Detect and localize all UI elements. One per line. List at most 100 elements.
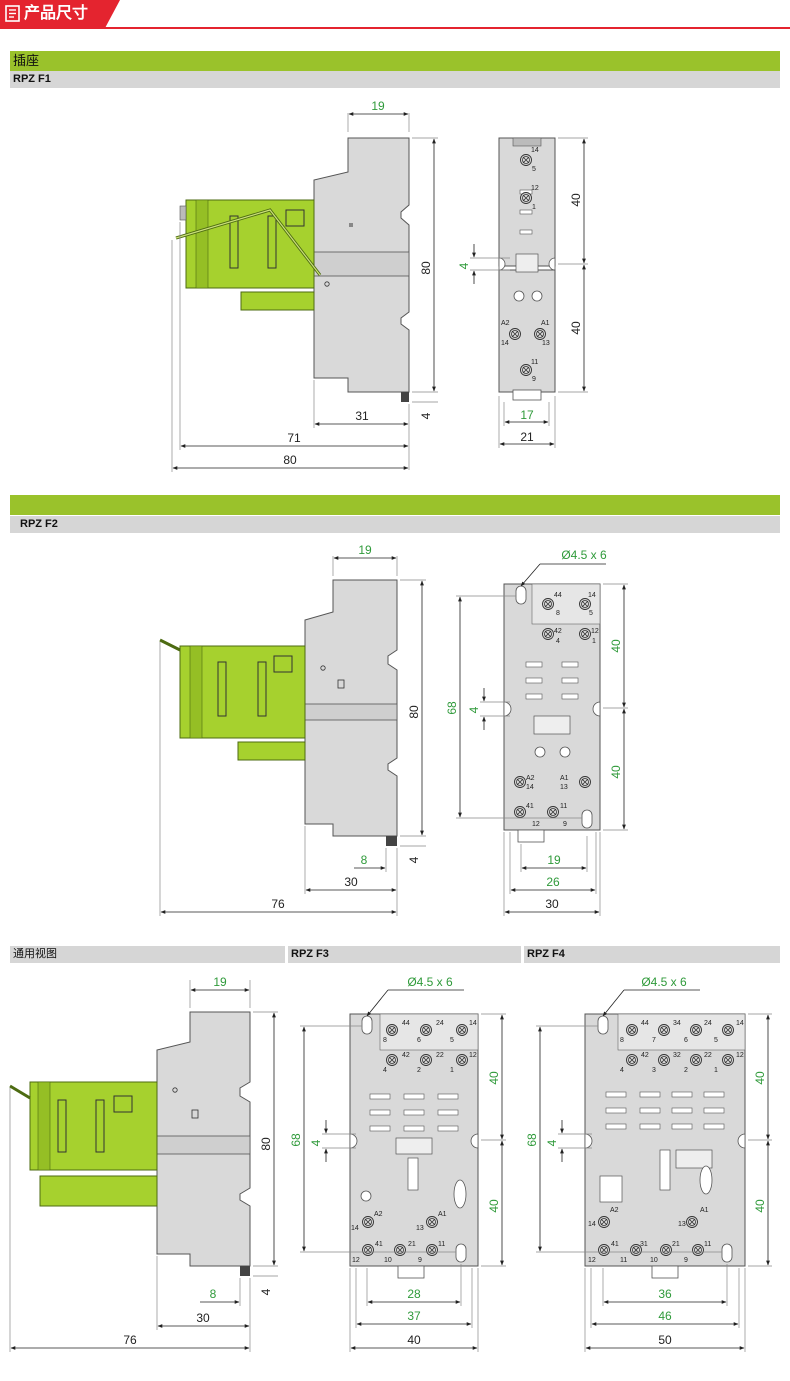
model-label-f3: RPZ F3 <box>291 948 329 960</box>
f4-term: 24 <box>704 1020 712 1027</box>
f4-term: 13 <box>678 1221 686 1228</box>
f2-term: 14 <box>526 784 534 791</box>
f4-term: 41 <box>611 1241 619 1248</box>
f1-dim-21: 21 <box>520 430 534 444</box>
header-tab <box>0 0 120 27</box>
f3-term: 24 <box>436 1020 444 1027</box>
f2-term: 5 <box>589 610 593 617</box>
f2-term: A2 <box>526 775 535 782</box>
f3-term: 12 <box>469 1052 477 1059</box>
f4-dim-slot: 4 <box>545 1139 559 1146</box>
f4-dim-50: 50 <box>658 1333 672 1347</box>
f4-term: 8 <box>620 1037 624 1044</box>
f3-dim-hole: Ø4.5 x 6 <box>407 975 453 989</box>
f3-term: 10 <box>384 1257 392 1264</box>
header-divider <box>0 27 790 29</box>
f1-term: A1 <box>541 320 550 327</box>
f1-front-view: 14 5 12 1 A2 A1 14 13 11 9 40 40 4 17 21 <box>457 137 588 448</box>
f4-term: 14 <box>736 1020 744 1027</box>
f1-dim-right-40b: 40 <box>569 321 583 335</box>
f1-dim-height: 80 <box>419 261 433 275</box>
f1-dim-top: 19 <box>371 99 385 113</box>
f4-term: 10 <box>650 1257 658 1264</box>
f2-term: 14 <box>588 592 596 599</box>
model-band-f2: RPZ F2 <box>10 516 780 533</box>
general-side-view: 19 80 4 8 30 76 <box>9 975 278 1352</box>
f1-dim-80: 80 <box>283 453 297 467</box>
f3-term: 14 <box>469 1020 477 1027</box>
f2-term: 12 <box>591 628 599 635</box>
f2-dim-26: 26 <box>546 875 560 889</box>
f1-term: 1 <box>532 204 536 211</box>
f2-dim-30: 30 <box>344 875 358 889</box>
f1-term: 5 <box>532 166 536 173</box>
f3-dim-40w: 40 <box>407 1333 421 1347</box>
model-band-general: 通用视图 <box>10 946 285 963</box>
f4-term: 34 <box>673 1020 681 1027</box>
f4-term: 11 <box>704 1241 711 1248</box>
f2-dim-40b: 40 <box>609 765 623 779</box>
f2-dim-68: 68 <box>445 701 459 715</box>
f4-term: 12 <box>736 1052 744 1059</box>
f3-term: 11 <box>438 1241 445 1248</box>
f4-term: 9 <box>684 1257 688 1264</box>
f3-term: 2 <box>417 1067 421 1074</box>
f4-dim-46: 46 <box>658 1309 672 1323</box>
f4-dim-36: 36 <box>658 1287 672 1301</box>
f4-term: 14 <box>588 1221 596 1228</box>
f3-term: 12 <box>352 1257 360 1264</box>
section-band-f2 <box>10 495 780 515</box>
f3-term: 41 <box>375 1241 383 1248</box>
f3-dim-28: 28 <box>407 1287 421 1301</box>
f1-dim-71: 71 <box>287 431 301 445</box>
f4-term: 4 <box>620 1067 624 1074</box>
page-title: 产品尺寸 <box>24 5 89 22</box>
model-label-f2: RPZ F2 <box>20 518 58 530</box>
f3-term: 42 <box>402 1052 410 1059</box>
f4-term: 7 <box>652 1037 656 1044</box>
f3-term: 6 <box>417 1037 421 1044</box>
f1-dim-right-40a: 40 <box>569 193 583 207</box>
f1-dim-17: 17 <box>520 408 534 422</box>
f2-term: 13 <box>560 784 568 791</box>
f3-front-view: 44 24 14 8 6 5 42 22 12 4 2 1 A2 14 A1 1… <box>289 975 506 1352</box>
f4-term: 31 <box>640 1241 648 1248</box>
f3-term: 44 <box>402 1020 410 1027</box>
f1-term: 14 <box>501 340 509 347</box>
f2-front-view: 44 8 14 5 42 4 12 1 A2 14 A1 13 41 11 12… <box>445 548 628 916</box>
f2-dim-8: 8 <box>361 853 368 867</box>
f2-term: 8 <box>556 610 560 617</box>
f4-term: A1 <box>700 1207 709 1214</box>
f1-term: 11 <box>531 359 538 366</box>
document-icon <box>5 5 20 22</box>
f4-term: 11 <box>620 1257 627 1264</box>
f2-dim-foot: 4 <box>407 856 421 863</box>
f2-dim-19: 19 <box>547 853 561 867</box>
f4-term: 12 <box>588 1257 596 1264</box>
f2-term: 44 <box>554 592 562 599</box>
f1-side-view: 19 80 4 31 71 80 <box>171 99 438 472</box>
model-band-f4: RPZ F4 <box>524 946 780 963</box>
f2-side-view: 19 80 4 8 30 76 <box>159 543 426 916</box>
f2-dim-height: 80 <box>407 705 421 719</box>
f1-term: 13 <box>542 340 550 347</box>
f3-term: 4 <box>383 1067 387 1074</box>
f4-term: 6 <box>684 1037 688 1044</box>
f2-term: 12 <box>532 821 540 828</box>
f1-dim-31: 31 <box>355 409 369 423</box>
page-header: 产品尺寸 <box>0 0 790 30</box>
f4-term: 42 <box>641 1052 649 1059</box>
f4-term: 22 <box>704 1052 712 1059</box>
f2-term: 4 <box>556 638 560 645</box>
f4-dim-68: 68 <box>525 1133 539 1147</box>
f4-term: 44 <box>641 1020 649 1027</box>
gen-dim-foot: 4 <box>259 1288 273 1295</box>
f2-term: 41 <box>526 803 534 810</box>
section-label-general: 通用视图 <box>13 948 57 960</box>
f4-dim-hole: Ø4.5 x 6 <box>641 975 687 989</box>
f2-dim-hole: Ø4.5 x 6 <box>561 548 607 562</box>
f1-dim-slot: 4 <box>457 262 471 269</box>
model-label-f1: RPZ F1 <box>13 73 51 85</box>
f3-dim-40a: 40 <box>487 1071 501 1085</box>
